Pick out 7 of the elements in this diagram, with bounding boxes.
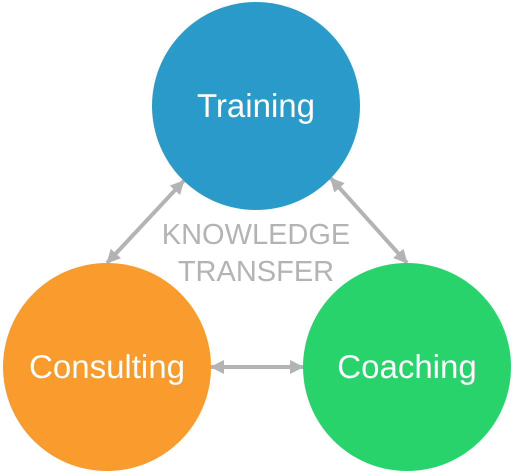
node-label: Coaching xyxy=(337,348,477,386)
node-label: Consulting xyxy=(29,348,185,386)
double-arrow xyxy=(329,176,408,264)
double-arrow xyxy=(106,179,186,264)
center-caption: KNOWLEDGE TRANSFER xyxy=(162,218,350,290)
node-label: Training xyxy=(197,88,315,124)
double-arrow xyxy=(210,360,304,374)
